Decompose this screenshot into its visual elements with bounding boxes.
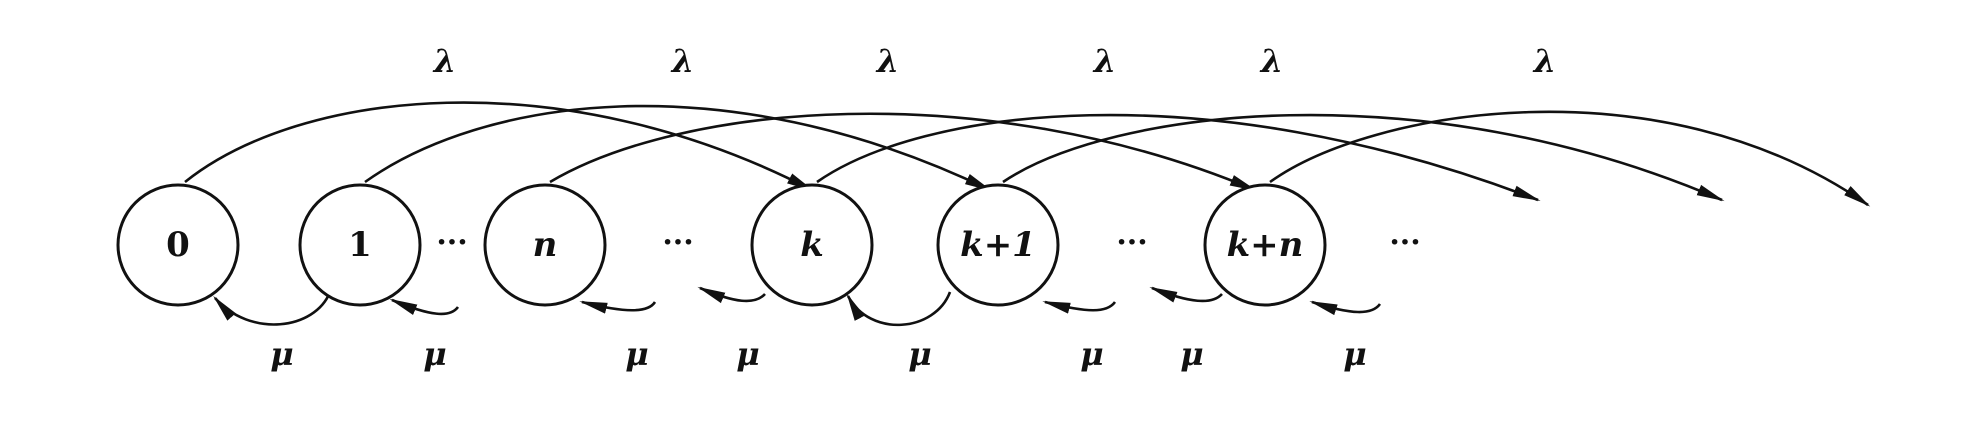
service-rate-labels: μ μ μ μ μ μ μ μ: [270, 335, 1366, 373]
ellipsis-markers: ··· ··· ··· ···: [436, 225, 1420, 260]
ellipsis: ···: [1389, 225, 1420, 260]
ellipsis: ···: [1116, 225, 1147, 260]
service-arc-k1-to-k: [846, 291, 952, 327]
state-node-k-plus-1: k+1: [936, 183, 1060, 307]
service-arc-kn-out-left: [1149, 286, 1223, 303]
service-arc-1-out: [389, 298, 460, 316]
arrival-arcs: [184, 101, 1871, 207]
state-label: k+1: [960, 225, 1036, 265]
mu-label: μ: [625, 335, 648, 373]
service-arc-n-out: [579, 300, 657, 314]
mu-label: μ: [1180, 335, 1203, 373]
state-node-0: 0: [116, 183, 240, 307]
state-label: k+n: [1227, 225, 1304, 265]
state-label: k: [800, 225, 824, 265]
state-node-n: n: [483, 183, 607, 307]
service-arc-kn-out-right: [1309, 300, 1382, 316]
mu-label: μ: [1343, 335, 1366, 373]
state-node-1: 1: [298, 183, 422, 307]
mu-label: μ: [1080, 335, 1103, 373]
state-label: 0: [166, 225, 190, 265]
arrival-arc-k-onward: [816, 113, 1541, 202]
lambda-label: λ: [432, 42, 456, 80]
state-node-k-plus-n: k+n: [1203, 183, 1327, 307]
lambda-label: λ: [1092, 42, 1116, 80]
service-arc-k1-out: [1042, 300, 1117, 314]
arrival-arc-0-to-k: [184, 101, 815, 192]
lambda-label: λ: [875, 42, 899, 80]
mu-label: μ: [423, 335, 446, 373]
arrival-arc-1-to-k1: [364, 104, 993, 192]
states: 0 1 n k k+1 k+n: [116, 183, 1327, 307]
lambda-label: λ: [670, 42, 694, 80]
arrival-arc-k1-onward: [1002, 113, 1725, 202]
ellipsis: ···: [436, 225, 467, 260]
mu-label: μ: [908, 335, 931, 373]
state-label: n: [533, 225, 558, 265]
service-arc-1-to-0: [213, 291, 332, 326]
service-arcs: [213, 286, 1382, 327]
arrival-arc-kn-onward: [1269, 110, 1871, 207]
arrival-rate-labels: λ λ λ λ λ λ: [432, 42, 1556, 80]
state-node-k: k: [750, 183, 874, 307]
mu-label: μ: [736, 335, 759, 373]
lambda-label: λ: [1259, 42, 1283, 80]
service-arc-k-out: [697, 286, 766, 304]
ellipsis: ···: [662, 225, 693, 260]
state-label: 1: [348, 225, 372, 265]
lambda-label: λ: [1532, 42, 1556, 80]
mu-label: μ: [270, 335, 293, 373]
arrival-arc-n-to-kn: [549, 112, 1258, 192]
